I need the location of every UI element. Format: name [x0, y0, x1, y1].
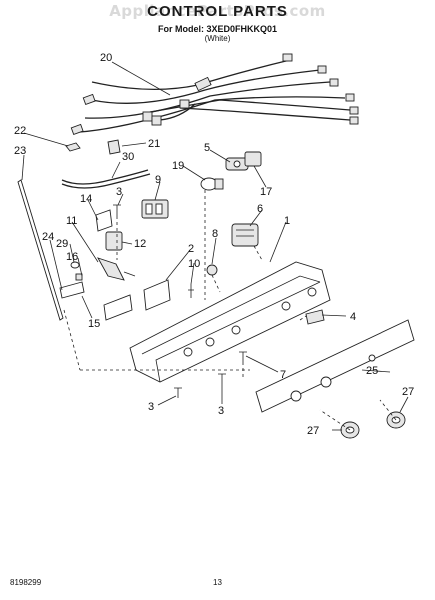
- rod-part-23: [17, 179, 64, 321]
- bracket-part-24: [59, 281, 85, 299]
- callout-19: 19: [172, 160, 184, 172]
- clip-part-4: [305, 309, 325, 325]
- callout-27-left: 27: [307, 425, 319, 437]
- knob-part-11: [97, 257, 136, 281]
- leader-lines: [21, 61, 409, 431]
- callout-17: 17: [260, 186, 272, 198]
- switch-part-9: [141, 199, 169, 219]
- callout-27-right: 27: [402, 386, 414, 398]
- socket-part-17: [244, 151, 262, 167]
- assembly-lines: [63, 190, 397, 431]
- screw-part-3-top: [113, 204, 121, 216]
- cover-part-15: [103, 294, 133, 321]
- thermostat-part-12: [105, 231, 123, 251]
- callout-16: 16: [66, 251, 78, 263]
- callout-9: 9: [155, 174, 161, 186]
- page-number: 13: [213, 578, 222, 587]
- callout-20: 20: [100, 52, 112, 64]
- callout-8: 8: [212, 228, 218, 240]
- callout-15: 15: [88, 318, 100, 330]
- screw-part-3-bottom-right: [218, 373, 226, 384]
- control-panel-part-25: [255, 319, 415, 413]
- document-number: 8198299: [10, 578, 42, 587]
- screw-part-3-bottom-left: [174, 387, 182, 398]
- clip-part-22: [65, 142, 81, 152]
- nut-part-16: [75, 273, 83, 281]
- callout-11: 11: [66, 215, 77, 227]
- model-line: For Model: 3XED0FHKKQ01: [157, 24, 278, 34]
- watermark: AppliancePartsPros.com: [109, 2, 326, 20]
- callout-7: 7: [280, 369, 286, 381]
- screw-part-7: [239, 351, 247, 362]
- callout-2: 2: [188, 243, 194, 255]
- callout-24: 24: [42, 231, 54, 243]
- tube-part-30: [61, 169, 151, 189]
- callout-3-bottom-left: 3: [148, 401, 154, 413]
- screw-part-10: [188, 284, 194, 298]
- callout-6: 6: [257, 203, 263, 215]
- callout-12: 12: [134, 238, 146, 250]
- callout-23: 23: [14, 145, 26, 157]
- bracket-part-14: [95, 209, 113, 232]
- control-housing-part-1: [129, 261, 331, 383]
- clip-part-8: [206, 264, 218, 276]
- page-title: CONTROL PARTS: [147, 3, 288, 20]
- knob-part-27-left: [340, 421, 360, 439]
- bulb-part-19: [200, 177, 224, 191]
- callout-3-top: 3: [116, 186, 122, 198]
- callout-3-bottom-right: 3: [218, 405, 224, 417]
- color-variant: (White): [204, 34, 231, 43]
- callout-30: 30: [122, 151, 134, 163]
- bracket-part-2: [143, 279, 171, 311]
- callout-1: 1: [284, 215, 290, 227]
- control-module-part-6: [231, 223, 259, 247]
- clip-part-21: [107, 139, 121, 155]
- callout-25: 25: [366, 365, 378, 377]
- callout-22: 22: [14, 125, 26, 137]
- wire-harness: [70, 53, 359, 136]
- washer-part-29: [70, 261, 80, 269]
- callout-14: 14: [80, 193, 92, 205]
- callout-29: 29: [56, 238, 68, 250]
- callout-labels: 20 22 21 23 30 5 19 17 3 9 14 6 1 11 12 …: [14, 52, 414, 437]
- callout-5: 5: [204, 142, 210, 154]
- callout-4: 4: [350, 311, 356, 323]
- callout-10: 10: [188, 258, 200, 270]
- callout-21: 21: [148, 138, 160, 150]
